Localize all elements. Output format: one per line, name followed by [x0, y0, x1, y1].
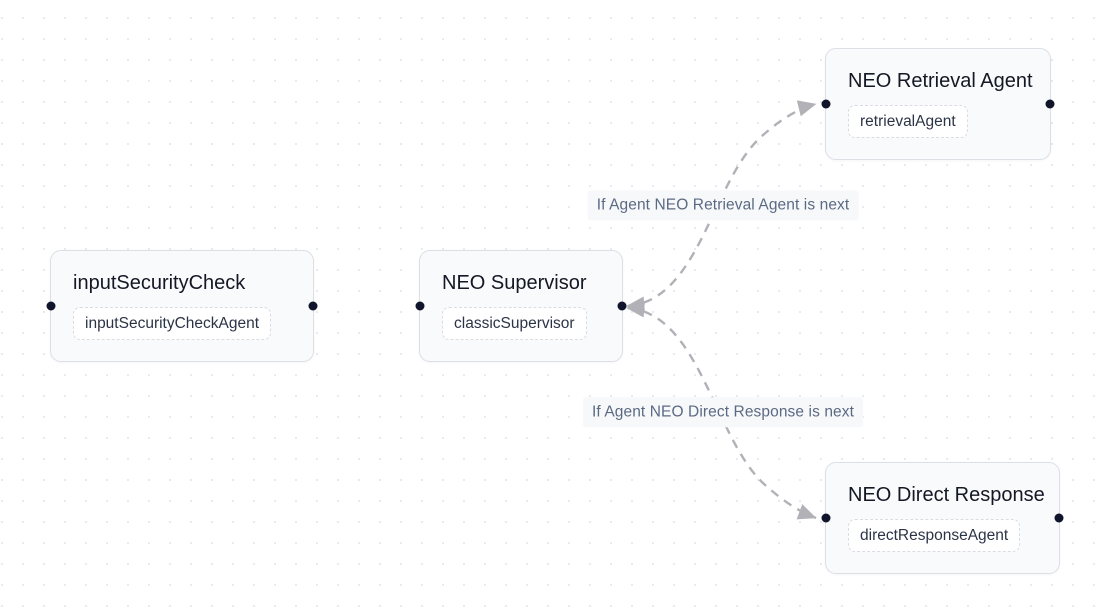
handle-source-neo-retrieval-agent[interactable]	[1045, 99, 1055, 109]
node-title-neo-supervisor: NEO Supervisor	[442, 271, 587, 294]
node-title-neo-direct-response: NEO Direct Response	[848, 483, 1045, 506]
node-badge-neo-supervisor[interactable]: classicSupervisor	[442, 306, 587, 341]
handle-target-neo-retrieval-agent[interactable]	[821, 99, 831, 109]
node-title-neo-retrieval-agent: NEO Retrieval Agent	[848, 69, 1033, 92]
edge-label-supervisor-to-retrieval[interactable]: If Agent NEO Retrieval Agent is next	[587, 190, 859, 220]
handle-source-neo-supervisor[interactable]	[617, 301, 627, 311]
handle-source-input-security-check[interactable]	[308, 301, 318, 311]
node-neo-supervisor[interactable]: NEO Supervisor classicSupervisor	[415, 250, 627, 362]
handle-target-neo-supervisor[interactable]	[415, 301, 425, 311]
node-input-security-check[interactable]: inputSecurityCheck inputSecurityCheckAge…	[46, 250, 318, 362]
node-neo-direct-response[interactable]: NEO Direct Response directResponseAgent	[821, 462, 1064, 574]
node-neo-retrieval-agent[interactable]: NEO Retrieval Agent retrievalAgent	[821, 48, 1055, 160]
node-badge-neo-direct-response[interactable]: directResponseAgent	[848, 518, 1021, 553]
edge-label-supervisor-to-direct-response[interactable]: If Agent NEO Direct Response is next	[582, 397, 864, 427]
node-title-input-security-check: inputSecurityCheck	[73, 271, 246, 294]
node-badge-input-security-check[interactable]: inputSecurityCheckAgent	[73, 306, 272, 341]
node-badge-neo-retrieval-agent[interactable]: retrievalAgent	[848, 104, 968, 139]
handle-target-neo-direct-response[interactable]	[821, 513, 831, 523]
handle-target-input-security-check[interactable]	[46, 301, 56, 311]
handle-source-neo-direct-response[interactable]	[1054, 513, 1064, 523]
